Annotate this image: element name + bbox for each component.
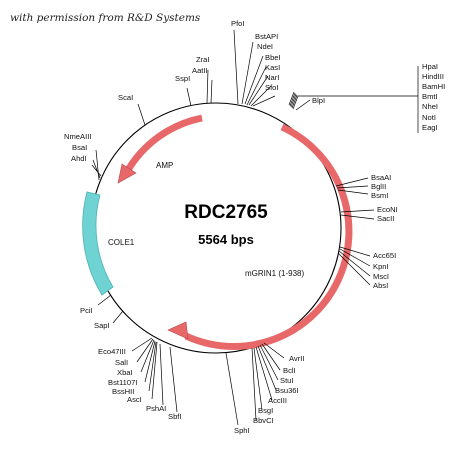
mgrin1-label: mGRIN1 (1-938) [245, 269, 304, 278]
site-bsshii: BssHII [112, 387, 134, 396]
top-cluster-leaders [233, 29, 276, 107]
site-kpni: KpnI [373, 262, 389, 271]
site-hpai: HpaI [422, 62, 438, 71]
site-absi: AbsI [373, 281, 388, 290]
site-bstapi: BstAPI [255, 32, 278, 41]
site-hindiii: HindIII [422, 72, 444, 81]
right-b-leaders [340, 209, 375, 220]
mcs-leaders [288, 91, 418, 110]
site-bsgi: BsgI [258, 406, 273, 415]
left-cluster-leaders [91, 149, 102, 181]
sphi-leader [225, 352, 239, 426]
site-acc65i: Acc65I [373, 251, 396, 260]
site-bsu36i: Bsu36I [275, 386, 299, 395]
cole1-block [82, 191, 114, 296]
site-pshai: PshAI [146, 404, 166, 413]
site-bst1107i: Bst1107I [108, 378, 137, 387]
site-aatii: AatII [192, 66, 208, 75]
plasmid-name: RDC2765 [184, 202, 268, 223]
site-scai: ScaI [118, 93, 133, 102]
site-sphi: SphI [234, 426, 250, 435]
site-eagi: EagI [422, 123, 438, 132]
site-acciii: AccIII [268, 396, 287, 405]
mgrin1-arrow [184, 123, 353, 350]
top-left-leaders [186, 69, 213, 107]
site-nari: NarI [265, 73, 279, 82]
site-sapi: SapI [94, 321, 110, 330]
bottom-right-leaders [251, 342, 285, 421]
site-stui: StuI [280, 376, 294, 385]
cole1-label: COLE1 [108, 238, 135, 247]
site-pfoi: PfoI [231, 19, 245, 28]
site-bglii: BglII [371, 182, 386, 191]
site-nhei: NheI [422, 102, 438, 111]
site-bcli: BclI [283, 366, 296, 375]
right-c-leaders [337, 246, 371, 286]
plasmid-size: 5564 bps [198, 232, 254, 247]
site-econi: EcoNI [377, 205, 398, 214]
site-noti: NotI [422, 113, 436, 122]
amp-arrow [125, 114, 203, 172]
site-zrai: ZraI [196, 55, 210, 64]
site-bsai: BsaI [72, 143, 87, 152]
site-nmeaiii: NmeAIII [64, 132, 91, 141]
amp-arrow-head [117, 163, 137, 184]
site-avrii: AvrII [289, 354, 304, 363]
site-sspi-b: SspI [175, 74, 190, 83]
site-pcii: PciI [80, 306, 93, 315]
site-bsmi: BsmI [371, 191, 388, 200]
site-bmti: BmtI [422, 92, 438, 101]
site-sacii: SacII [377, 214, 394, 223]
mgrin1-arrow-head [167, 321, 189, 340]
right-a-leaders [335, 177, 369, 195]
site-ndei: NdeI [257, 42, 273, 51]
site-bbvci: BbvCI [253, 416, 274, 425]
bottom-left-leaders [131, 337, 178, 413]
site-bamhi: BamHI [422, 82, 445, 91]
site-sfoi: SfoI [265, 83, 279, 92]
site-eco47iii: Eco47III [98, 347, 126, 356]
credit-text: with permission from R&D Systems [10, 12, 201, 24]
pci-sap-leaders [97, 294, 124, 324]
site-blpi: BlpI [312, 96, 325, 105]
site-sbfi: SbfI [168, 412, 182, 421]
site-kasi: KasI [265, 63, 280, 72]
site-bsaai: BsaAI [371, 173, 391, 182]
blpi-leader [295, 99, 311, 111]
amp-label: AMP [156, 161, 173, 170]
site-asci: AscI [127, 395, 142, 404]
scai-leader [137, 103, 146, 126]
site-sali: SalI [115, 358, 128, 367]
site-bbei: BbeI [265, 53, 281, 62]
site-msci: MscI [373, 272, 389, 281]
site-xbai: XbaI [117, 368, 133, 377]
site-ahdi: AhdI [71, 154, 87, 163]
